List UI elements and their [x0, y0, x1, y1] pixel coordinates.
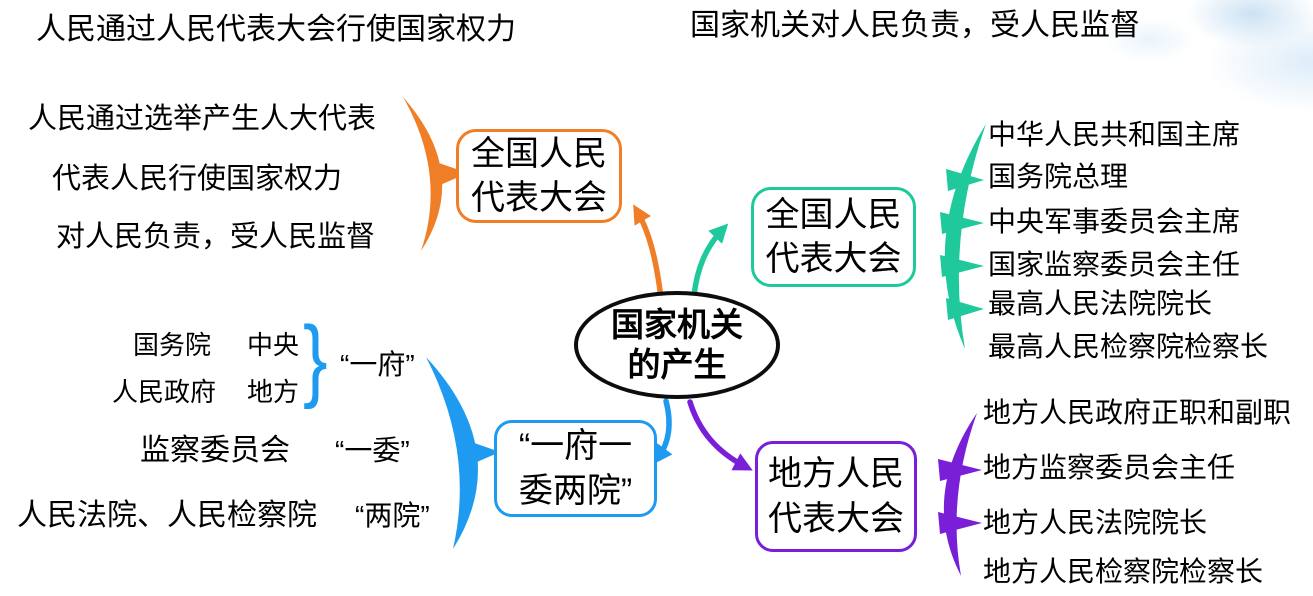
header-right: 国家机关对人民负责，受人民监督 — [690, 9, 1140, 42]
node-npc-left-line1: 全国人民 — [471, 134, 607, 173]
blue-brace — [426, 357, 500, 549]
node-local-npc-line1: 地方人民 — [768, 455, 904, 494]
local-npc-item: 地方人民法院院长 — [983, 507, 1208, 538]
teal-brace — [940, 124, 986, 349]
one-gov-label: “一府” — [340, 349, 415, 380]
node-local-npc-line2: 代表大会 — [768, 499, 904, 538]
npc-elects-item: 中央军事委员会主席 — [988, 206, 1241, 237]
arrow-to-npc-left — [633, 204, 664, 301]
npc-formation-item: 代表人民行使国家权力 — [52, 163, 343, 195]
local-npc-item: 地方监察委员会主任 — [983, 452, 1236, 483]
npc-elects-item: 国务院总理 — [988, 161, 1129, 192]
gov-central-scope: 中央 — [247, 330, 300, 360]
header-left: 人民通过人民代表大会行使国家权力 — [36, 13, 516, 46]
npc-elects-item: 最高人民检察院检察长 — [988, 331, 1269, 362]
npc-formation-item: 人民通过选举产生人大代表 — [28, 103, 377, 135]
node-npc-right-line2: 代表大会 — [765, 240, 902, 278]
gov-local-label: 人民政府 — [112, 377, 217, 407]
local-npc-item: 地方人民检察院检察长 — [983, 556, 1264, 587]
node-npc-right: 全国人民 代表大会 — [751, 187, 916, 287]
committee-text: 监察委员会 — [140, 434, 290, 467]
node-npc-left: 全国人民 代表大会 — [456, 129, 622, 223]
one-committee-label: “一委” — [335, 435, 410, 466]
arrow-to-local-npc — [687, 399, 753, 471]
local-npc-item: 地方人民政府正职和副职 — [983, 397, 1292, 428]
gov-central-label: 国务院 — [133, 330, 212, 360]
central-topic-line1: 国家机关 — [611, 305, 743, 343]
arrow-to-one-gov — [653, 398, 673, 465]
node-npc-left-line2: 代表大会 — [471, 179, 607, 217]
npc-elects-item: 最高人民法院院长 — [988, 288, 1213, 319]
purple-brace — [938, 413, 982, 576]
npc-elects-item: 中华人民共和国主席 — [988, 119, 1241, 150]
node-npc-right-line1: 全国人民 — [765, 195, 902, 234]
npc-elects-item: 国家监察委员会主任 — [988, 249, 1241, 280]
node-one-gov-line2: 委两院” — [518, 471, 633, 510]
gov-local-scope: 地方 — [247, 377, 300, 407]
two-courts-label: “两院” — [355, 500, 430, 531]
node-local-npc: 地方人民 代表大会 — [755, 441, 917, 552]
curly-brace-icon: } — [303, 308, 328, 410]
npc-formation-item: 对人民负责，受人民监督 — [56, 221, 376, 253]
courts-text: 人民法院、人民检察院 — [17, 499, 317, 532]
arrow-to-npc-right — [691, 223, 729, 299]
node-one-gov: “一府一 委两院” — [494, 420, 657, 517]
node-one-gov-line1: “一府一 — [518, 427, 633, 466]
central-topic-line2: 的产生 — [627, 346, 727, 383]
central-topic: 国家机关 的产生 — [574, 291, 780, 399]
